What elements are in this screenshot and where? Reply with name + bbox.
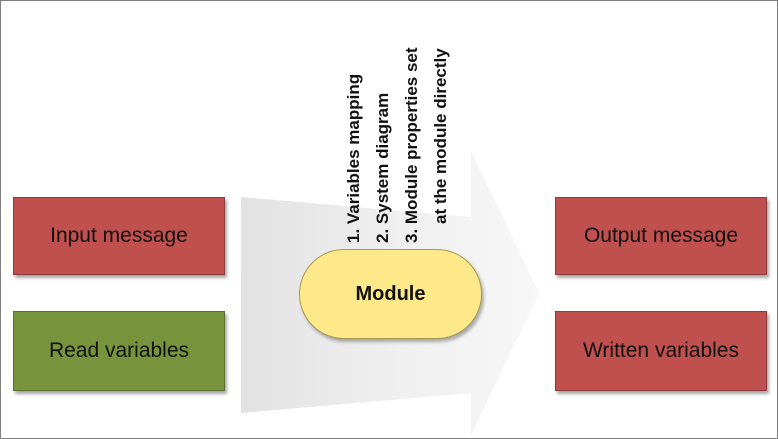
note-module-properties-cont: at the module directly bbox=[431, 48, 450, 224]
written-variables-box: Written variables bbox=[555, 311, 767, 391]
input-message-label: Input message bbox=[50, 224, 188, 247]
note-module-properties: 3. Module properties set bbox=[402, 47, 421, 243]
output-message-label: Output message bbox=[583, 224, 739, 247]
written-variables-label: Written variables bbox=[582, 339, 739, 362]
module-label: Module bbox=[355, 282, 426, 305]
read-variables-label: Read variables bbox=[48, 339, 190, 362]
configuration-notes: 1. Variables mapping 2. System diagram 3… bbox=[339, 47, 455, 243]
module-node: Module bbox=[299, 249, 482, 339]
note-variables-mapping: 1. Variables mapping bbox=[344, 73, 363, 243]
read-variables-box: Read variables bbox=[13, 311, 225, 391]
output-message-box: Output message bbox=[555, 197, 767, 275]
note-system-diagram: 2. System diagram bbox=[373, 92, 392, 243]
input-message-box: Input message bbox=[13, 197, 225, 275]
